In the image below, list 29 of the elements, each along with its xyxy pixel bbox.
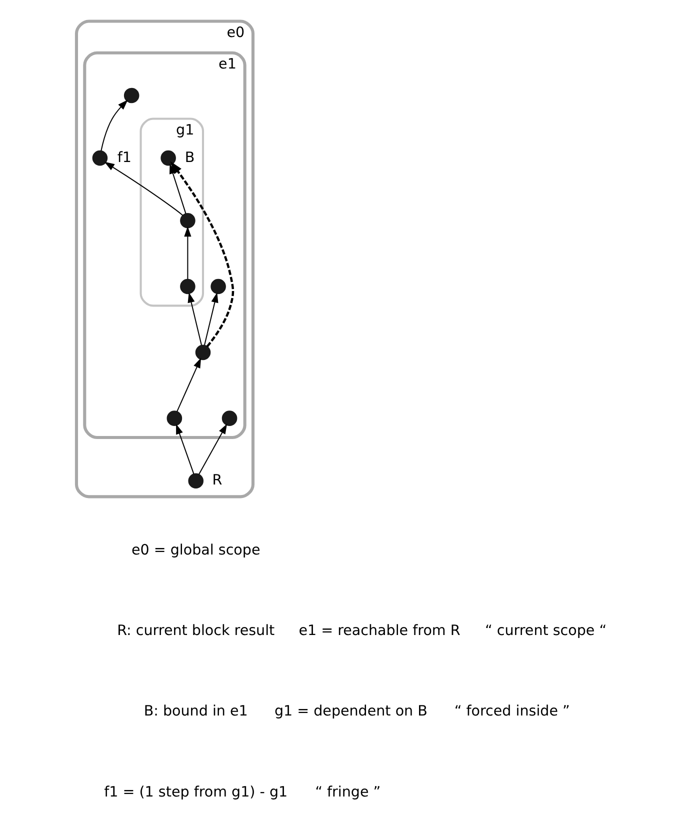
label: B: bound in e1 [144, 703, 248, 720]
node-circle [222, 410, 238, 426]
node-circle [160, 150, 176, 166]
arrow [198, 423, 228, 474]
arrow [176, 423, 194, 474]
arrow [184, 226, 192, 279]
arrow [188, 292, 202, 345]
label: “ fringe ” [315, 784, 381, 800]
arrow [100, 99, 128, 150]
node-label: R [212, 472, 222, 488]
node-circle [92, 150, 108, 166]
label: e1 = reachable from R [298, 622, 460, 639]
node-circle [195, 344, 211, 360]
label: g1 = dependent on B [274, 703, 428, 720]
node-circle [124, 87, 140, 103]
node-circle [210, 278, 226, 294]
node-circle [188, 472, 204, 488]
label: “ current scope “ [484, 622, 607, 639]
label: f1 = (1 step from g1) - g1 [104, 784, 288, 800]
label: R: current block result [117, 622, 275, 639]
node-label: f1 [117, 149, 132, 166]
arrow [176, 357, 202, 412]
arrow [204, 292, 218, 345]
label: “ forced inside ” [454, 703, 570, 720]
node-label: B [184, 149, 195, 166]
node-circle [166, 410, 182, 426]
node-circle [180, 212, 196, 228]
label: e0 = global scope [131, 542, 260, 558]
node-circle [180, 278, 196, 294]
